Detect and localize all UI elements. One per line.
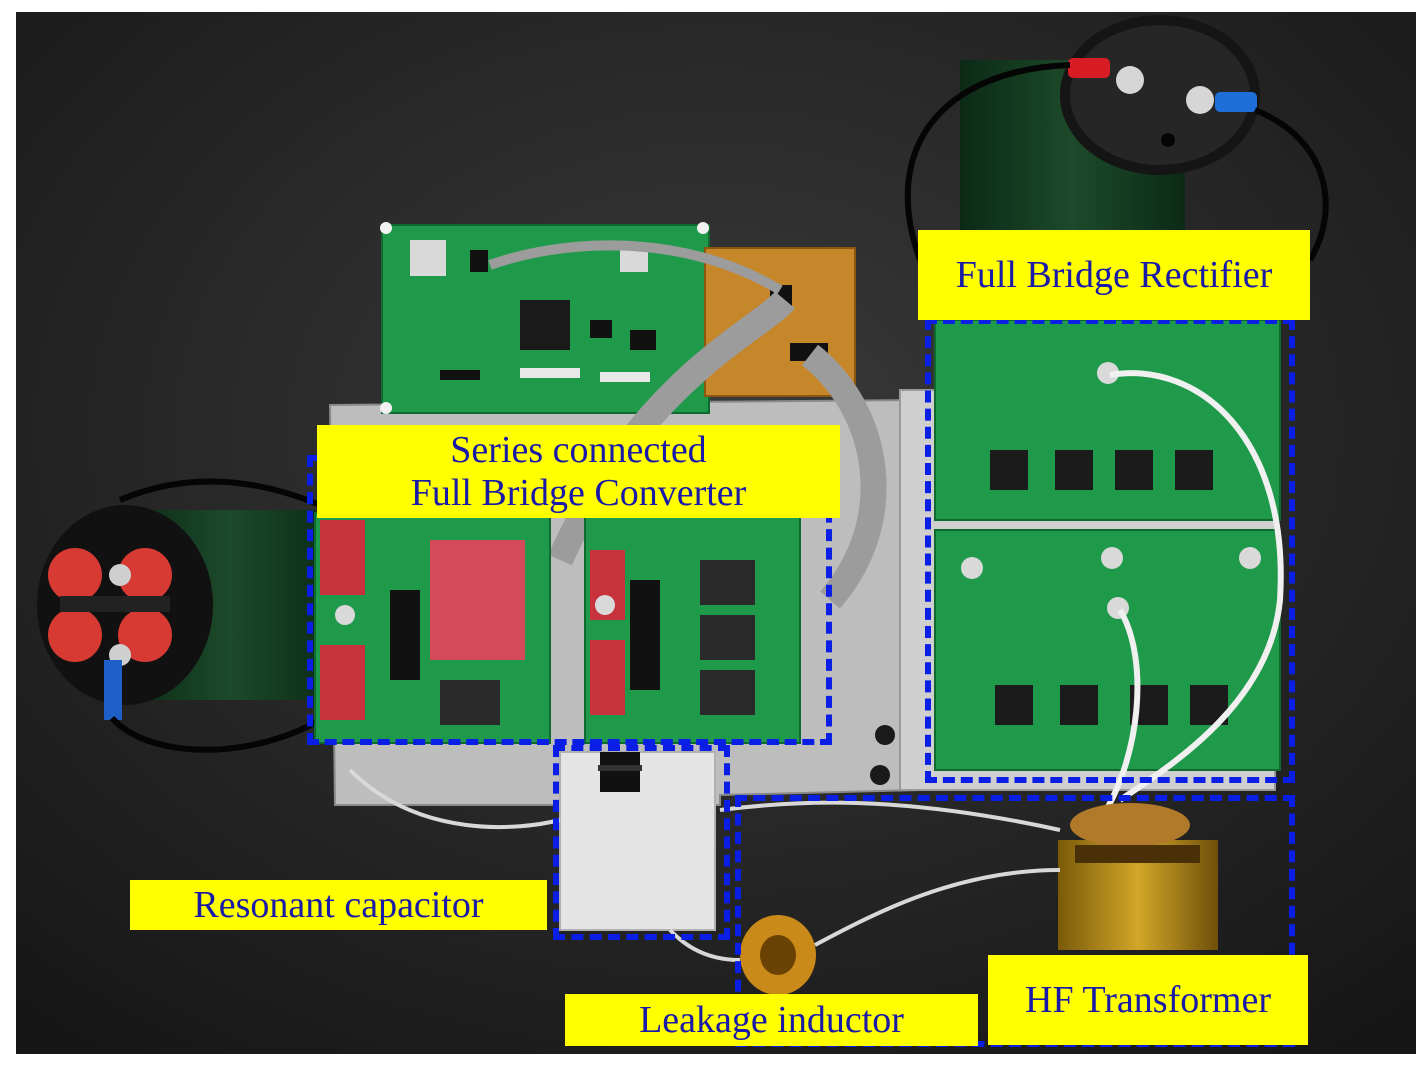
label-full-bridge-rectifier-text: Full Bridge Rectifier xyxy=(955,253,1273,296)
label-resonant-capacitor-text: Resonant capacitor xyxy=(193,883,484,926)
label-hf-transformer: HF Transformer xyxy=(988,955,1308,1045)
highlight-resonant-capacitor xyxy=(553,745,730,940)
resonant-capacitor-part xyxy=(559,751,716,931)
label-hf-transformer-text: HF Transformer xyxy=(1025,978,1271,1021)
hf-transformer-part xyxy=(1058,803,1218,950)
label-series-converter: Series connected Full Bridge Converter xyxy=(317,425,840,518)
dc-link-capacitor-top xyxy=(960,15,1260,260)
highlight-full-bridge-rectifier xyxy=(925,318,1295,783)
label-resonant-capacitor: Resonant capacitor xyxy=(130,880,547,930)
converter-boards xyxy=(314,512,801,744)
leakage-inductor-part xyxy=(740,915,816,995)
dc-link-capacitor-left xyxy=(37,505,335,720)
label-series-converter-line1: Series connected xyxy=(450,428,707,471)
label-leakage-inductor: Leakage inductor xyxy=(565,994,978,1046)
label-full-bridge-rectifier: Full Bridge Rectifier xyxy=(918,230,1310,320)
rectifier-assembly xyxy=(899,319,1281,791)
label-series-converter-line2: Full Bridge Converter xyxy=(410,471,747,514)
label-leakage-inductor-text: Leakage inductor xyxy=(639,998,904,1041)
control-board xyxy=(380,222,710,414)
